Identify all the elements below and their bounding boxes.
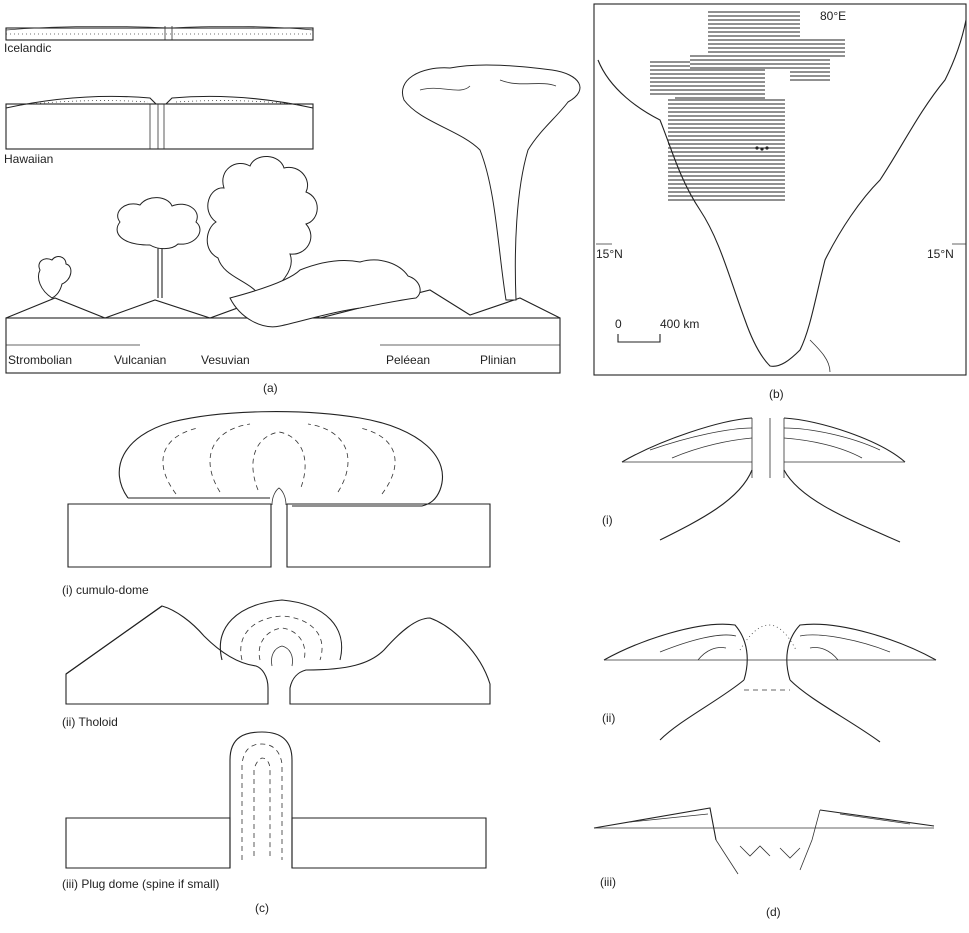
plug-dome-diagram: (iii) Plug dome (spine if small) xyxy=(62,732,486,891)
panel-d-caption: (d) xyxy=(766,905,781,919)
type-label-plinian: Plinian xyxy=(480,353,516,367)
coastline xyxy=(598,20,966,366)
hawaiian-label: Hawaiian xyxy=(4,152,53,166)
icelandic-label: Icelandic xyxy=(4,41,51,55)
vesuvian-plume xyxy=(207,156,420,326)
type-label-strombolian: Strombolian xyxy=(8,353,72,367)
panel-c-domes: (i) cumulo-dome (ii) Tholoid (iii) Plug … xyxy=(62,412,490,915)
scale-zero: 0 xyxy=(615,317,622,331)
tholoid-label: (ii) Tholoid xyxy=(62,715,118,729)
section-d-ii-label: (ii) xyxy=(602,711,615,725)
icelandic-diagram: Icelandic xyxy=(4,26,313,55)
panel-b-caption: (b) xyxy=(769,387,784,401)
section-d-ii: (ii) xyxy=(602,624,936,742)
tholoid-diagram: (ii) Tholoid xyxy=(62,600,490,729)
scale-end: 400 km xyxy=(660,317,699,331)
cumulo-dome-diagram: (i) cumulo-dome xyxy=(62,412,490,597)
section-d-iii-label: (iii) xyxy=(600,875,616,889)
latitude-label-left: 15°N xyxy=(596,247,623,261)
section-d-iii: (iii) xyxy=(594,808,934,889)
longitude-label: 80°E xyxy=(820,9,846,23)
plinian-plume xyxy=(402,65,580,300)
plug-dome-label: (iii) Plug dome (spine if small) xyxy=(62,877,219,891)
strombolian-plume xyxy=(39,257,71,298)
section-d-i-label: (i) xyxy=(602,513,613,527)
panel-b-map: 80°E 15°N 15°N 0 400 km (b) xyxy=(594,4,966,401)
type-label-peleean: Peléean xyxy=(386,353,430,367)
deccan-traps-hatching xyxy=(650,12,845,200)
hawaiian-diagram: Hawaiian xyxy=(4,96,313,166)
panel-d-sections: (i) (ii) (iii) (d) xyxy=(594,418,936,919)
section-d-i: (i) xyxy=(602,418,905,542)
panel-a-caption: (a) xyxy=(263,381,278,395)
latitude-label-right: 15°N xyxy=(927,247,954,261)
panel-a-eruption-types: Icelandic Hawaiian xyxy=(4,26,580,395)
panel-c-caption: (c) xyxy=(255,901,269,915)
scale-bar: 0 400 km xyxy=(615,317,699,342)
type-label-vulcanian: Vulcanian xyxy=(114,353,166,367)
vulcanian-plume xyxy=(117,198,200,298)
type-label-vesuvian: Vesuvian xyxy=(201,353,250,367)
cumulo-dome-label: (i) cumulo-dome xyxy=(62,583,149,597)
